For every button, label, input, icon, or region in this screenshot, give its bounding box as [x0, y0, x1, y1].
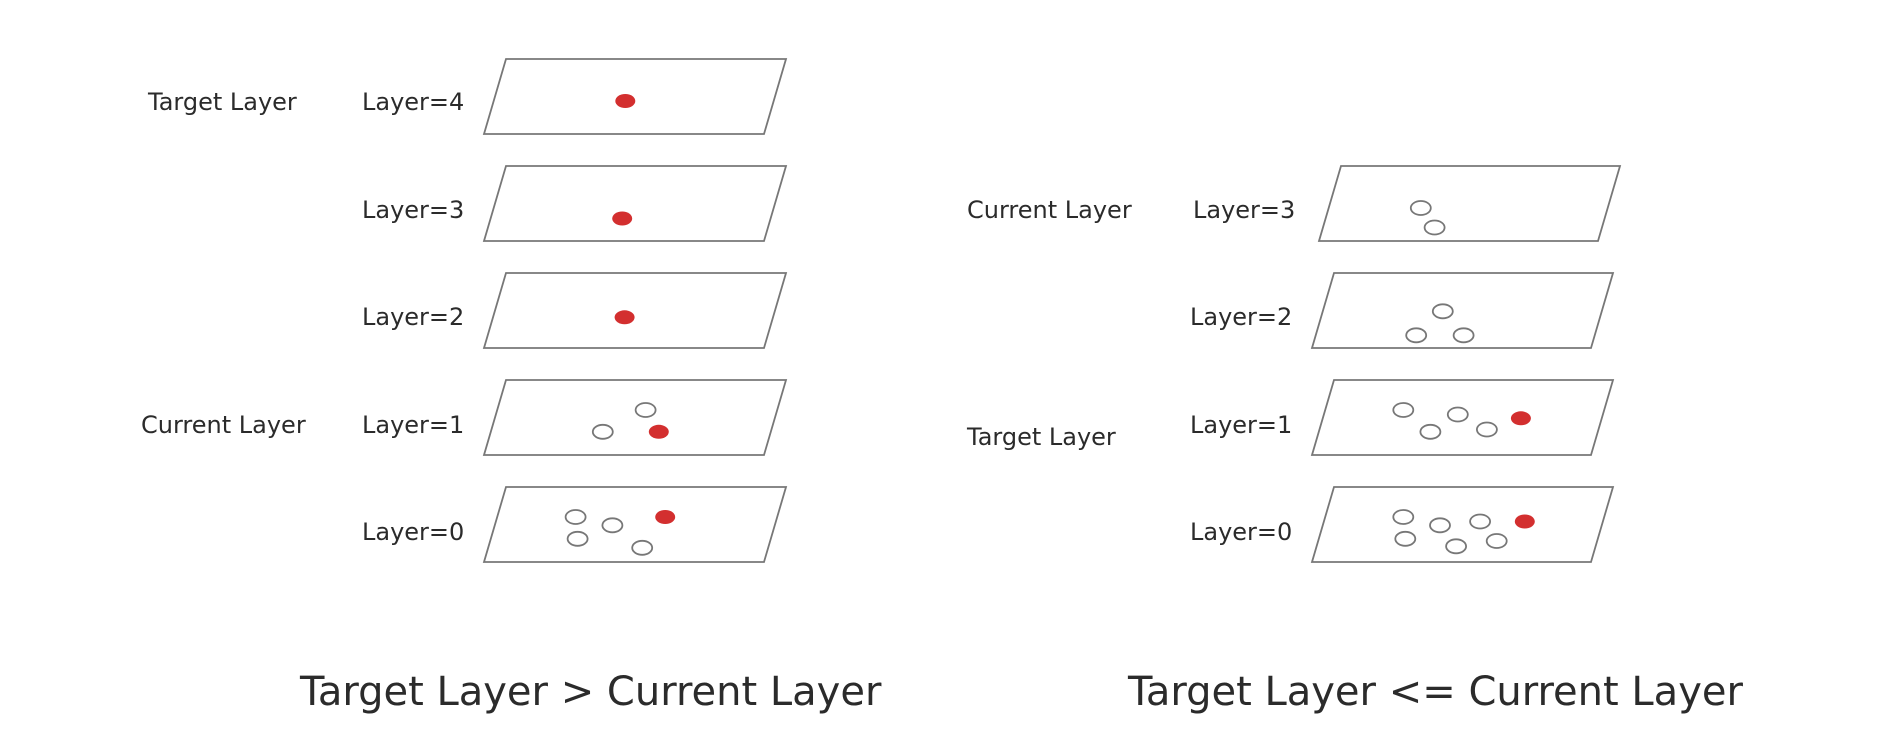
graph-node	[1392, 509, 1415, 525]
plane-shape	[1310, 486, 1615, 563]
node-group	[615, 94, 636, 108]
layer-plane-left-3: Layer=3	[362, 165, 788, 242]
layer-label-left-1: Layer=1	[362, 411, 464, 439]
caption-right: Target Layer <= Current Layer	[1127, 669, 1743, 715]
target-node	[655, 510, 676, 524]
graph-node	[1445, 538, 1467, 555]
graph-node	[1419, 423, 1442, 440]
graph-node	[634, 402, 657, 418]
target-node	[615, 94, 636, 108]
target-node	[1514, 514, 1535, 529]
node-group	[612, 211, 633, 226]
graph-node	[566, 530, 589, 547]
graph-node	[1431, 303, 1454, 320]
layer-plane-right-1: Layer=1	[1190, 379, 1615, 456]
plane-shape	[1310, 272, 1615, 349]
node-group	[1405, 303, 1475, 344]
plane-shape	[1317, 165, 1622, 242]
target-node	[612, 211, 633, 226]
graph-node	[1423, 219, 1446, 236]
target-node	[614, 310, 635, 325]
layer-label-left-4: Layer=4	[362, 88, 464, 116]
layer-label-right-0: Layer=0	[1190, 518, 1292, 546]
panel-left: Target Layer Current Layer Layer=4 Layer…	[141, 58, 882, 715]
graph-node	[1469, 513, 1491, 530]
plane-shape	[482, 58, 788, 135]
layer-plane-left-1: Layer=1	[362, 379, 788, 456]
graph-node	[591, 423, 614, 440]
layer-plane-left-0: Layer=0	[362, 486, 788, 563]
layer-plane-right-3: Layer=3	[1193, 165, 1622, 242]
node-group	[1392, 402, 1531, 440]
plane-shape	[482, 165, 788, 242]
plane-shape	[482, 486, 788, 563]
graph-node	[1429, 517, 1451, 534]
role-label-current-left: Current Layer	[141, 411, 306, 439]
layer-label-left-3: Layer=3	[362, 196, 464, 224]
layer-plane-right-2: Layer=2	[1190, 272, 1615, 349]
graph-node	[1446, 406, 1469, 423]
role-label-current-right: Current Layer	[967, 196, 1132, 224]
graph-node	[564, 509, 587, 525]
layer-plane-right-0: Layer=0	[1190, 486, 1615, 563]
layer-label-left-2: Layer=2	[362, 303, 464, 331]
graph-node	[601, 517, 624, 534]
target-node	[648, 424, 669, 439]
caption-left: Target Layer > Current Layer	[299, 669, 882, 715]
graph-node	[631, 539, 654, 556]
graph-node	[1409, 200, 1432, 216]
layer-label-left-0: Layer=0	[362, 518, 464, 546]
layer-plane-left-2: Layer=2	[362, 272, 788, 349]
plane-shape	[482, 379, 788, 456]
graph-node	[1405, 327, 1428, 344]
role-label-target-left: Target Layer	[147, 88, 297, 116]
target-node	[1510, 411, 1531, 426]
node-group	[564, 509, 676, 556]
graph-node	[1392, 402, 1415, 418]
graph-node	[1476, 421, 1498, 438]
graph-node	[1394, 530, 1417, 547]
node-group	[591, 402, 669, 440]
layer-label-right-3: Layer=3	[1193, 196, 1295, 224]
node-group	[1392, 509, 1535, 555]
graph-node	[1452, 327, 1475, 344]
role-label-target-right: Target Layer	[966, 423, 1116, 451]
plane-shape	[482, 272, 788, 349]
panel-right: Current Layer Target Layer Layer=3 Layer…	[966, 165, 1743, 715]
layer-label-right-1: Layer=1	[1190, 411, 1292, 439]
layer-label-right-2: Layer=2	[1190, 303, 1292, 331]
graph-node	[1485, 533, 1508, 549]
layer-plane-left-4: Layer=4	[362, 58, 788, 135]
node-group	[1409, 200, 1446, 236]
node-group	[614, 310, 635, 325]
